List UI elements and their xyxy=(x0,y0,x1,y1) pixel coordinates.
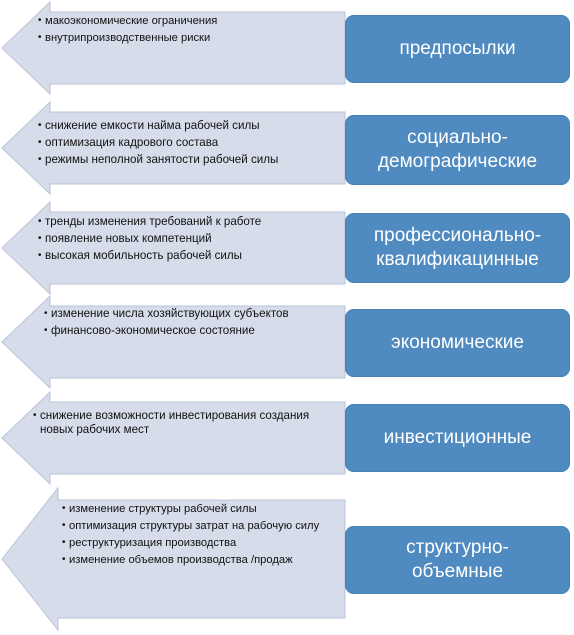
factor-bullets: снижение возможности инвестирования созд… xyxy=(33,409,333,440)
factor-bullet: внутрипроизводственные риски xyxy=(38,31,343,45)
factor-bullet: макоэкономические ограничения xyxy=(38,14,343,28)
factor-bullets: макоэкономические ограничения внутрипрои… xyxy=(38,14,343,48)
factor-row-5: изменение структуры рабочей силы оптимиз… xyxy=(0,486,574,632)
factor-bullet: снижение емкости найма рабочей силы xyxy=(38,119,338,133)
factor-label: структурно- объемные xyxy=(345,526,570,594)
factor-bullet: финансово-экономическое состояние xyxy=(44,324,304,338)
factor-bullet: изменение числа хозяйствующих субъектов xyxy=(44,307,304,321)
factor-bullets: изменение структуры рабочей силы оптимиз… xyxy=(62,502,345,570)
factor-row-0: макоэкономические ограничения внутрипрои… xyxy=(0,0,574,96)
factor-bullets: снижение емкости найма рабочей силы опти… xyxy=(38,119,338,170)
factor-row-3: изменение числа хозяйствующих субъектов … xyxy=(0,294,574,390)
factor-label: инвестиционные xyxy=(345,404,570,472)
factor-bullet: высокая мобильность рабочей силы xyxy=(38,249,343,263)
factor-row-2: тренды изменения требований к работе поя… xyxy=(0,200,574,296)
factor-bullet: снижение возможности инвестирования созд… xyxy=(33,409,333,437)
factor-bullet: оптимизация структуры затрат на рабочую … xyxy=(62,519,345,533)
factor-row-1: снижение емкости найма рабочей силы опти… xyxy=(0,100,574,196)
factor-bullet: режимы неполной занятости рабочей силы xyxy=(38,153,338,167)
factor-bullet: изменение объемов производства /продаж xyxy=(62,553,345,567)
factor-bullet: появление новых компетенций xyxy=(38,232,343,246)
factor-row-4: снижение возможности инвестирования созд… xyxy=(0,390,574,486)
factor-bullet: оптимизация кадрового состава xyxy=(38,136,338,150)
factor-bullets: тренды изменения требований к работе поя… xyxy=(38,215,343,266)
factor-label: социально- демографические xyxy=(345,115,570,185)
factor-label: профессионально- квалификацинные xyxy=(345,213,570,283)
factor-label: экономические xyxy=(345,309,570,377)
factor-label: предпосылки xyxy=(345,15,570,83)
factor-bullet: изменение структуры рабочей силы xyxy=(62,502,345,516)
factor-bullet: реструктуризация производства xyxy=(62,536,345,550)
factor-bullet: тренды изменения требований к работе xyxy=(38,215,343,229)
factor-bullets: изменение числа хозяйствующих субъектов … xyxy=(44,307,304,341)
